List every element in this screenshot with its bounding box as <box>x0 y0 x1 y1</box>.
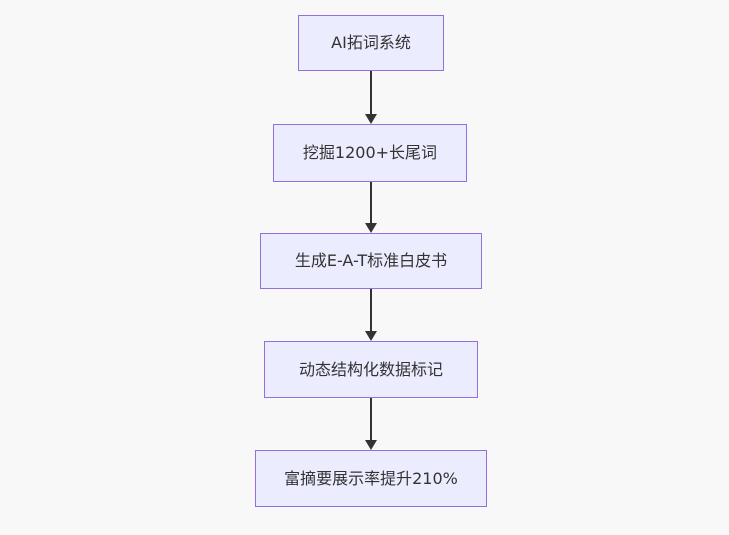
flow-arrow-4 <box>365 398 377 450</box>
flowchart-node-structured-data: 动态结构化数据标记 <box>264 341 478 398</box>
flow-arrow-2 <box>365 182 377 233</box>
flowchart-node-ai-word-expansion: AI拓词系统 <box>298 15 444 71</box>
flowchart-node-longtail-mining: 挖掘1200+长尾词 <box>273 124 467 182</box>
flowchart-node-eat-whitepaper: 生成E-A-T标准白皮书 <box>260 233 482 289</box>
flow-arrow-1 <box>365 71 377 124</box>
flowchart-node-rich-snippet-result: 富摘要展示率提升210% <box>255 450 487 507</box>
flow-arrow-3 <box>365 289 377 341</box>
